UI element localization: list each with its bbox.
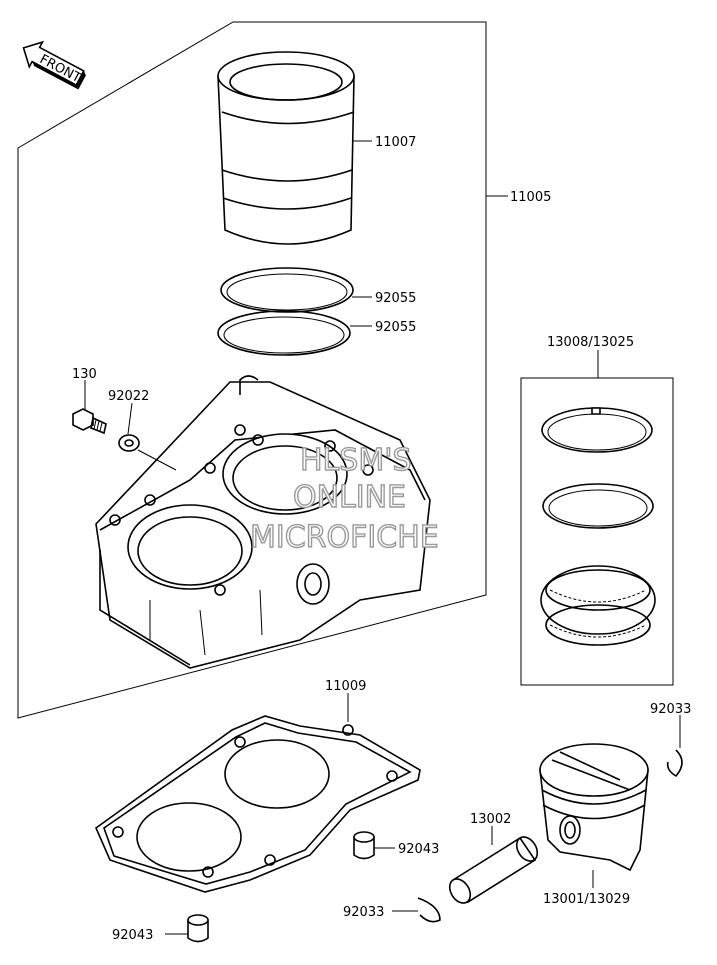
- label-92043-upper: 92043: [398, 842, 439, 857]
- label-11007: 11007: [375, 135, 416, 150]
- label-11009: 11009: [325, 679, 366, 694]
- watermark: HLSM'S ONLINE MICROFICHE: [249, 442, 439, 555]
- circlip-left: [417, 897, 441, 923]
- oil-ring-assembly: [540, 565, 656, 646]
- compression-ring-upper: [220, 267, 354, 313]
- cylinder-block: [95, 375, 431, 669]
- label-13008-13025: 13008/13025: [547, 335, 634, 350]
- label-92043-lower: 92043: [112, 928, 153, 943]
- piston-ring-second: [542, 483, 654, 529]
- label-130: 130: [72, 367, 97, 382]
- watermark-line-2: ONLINE: [293, 480, 406, 515]
- dowel-pin-upper: [353, 831, 375, 860]
- label-92033-left: 92033: [343, 905, 384, 920]
- label-13001-13029: 13001/13029: [543, 892, 630, 907]
- label-92033-right: 92033: [650, 702, 691, 717]
- label-92022: 92022: [108, 389, 149, 404]
- washer-icon: [118, 434, 140, 452]
- label-92055-lower: 92055: [375, 320, 416, 335]
- cylinder-liner: [217, 51, 355, 245]
- assembly-boundary-11005: [17, 21, 487, 719]
- leader-lines: [84, 140, 681, 935]
- watermark-line-1: HLSM'S: [300, 443, 412, 478]
- circlip-right: [666, 749, 683, 778]
- piston: [539, 743, 649, 872]
- bolt-icon: [72, 408, 107, 435]
- front-arrow-icon: FRONT: [22, 40, 86, 90]
- dowel-pin-lower: [187, 914, 209, 943]
- cylinder-head-gasket: [95, 715, 421, 893]
- label-11005: 11005: [510, 190, 551, 205]
- label-92055-upper: 92055: [375, 291, 416, 306]
- piston-ring-top: [541, 407, 653, 453]
- compression-ring-lower: [217, 310, 351, 356]
- label-13002: 13002: [470, 812, 511, 827]
- ring-set-box: [520, 377, 674, 686]
- watermark-line-3: MICROFICHE: [250, 520, 439, 555]
- piston-pin: [448, 836, 539, 904]
